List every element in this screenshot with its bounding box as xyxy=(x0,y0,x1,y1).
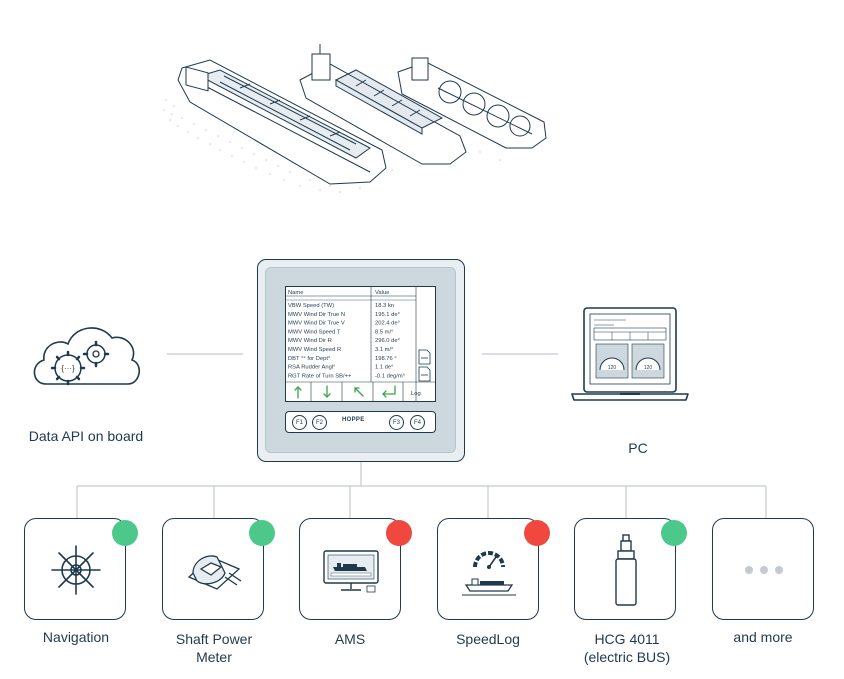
display-unit: Name Value VBW Speed (TW) 18.3 kn MWV Wind… xyxy=(257,259,465,462)
pc-label: PC xyxy=(628,440,648,456)
table-rows: VBW Speed (TW) 18.3 kn MWV Wind Dir True N… xyxy=(288,303,405,379)
table-cell-value: 195.1 de° xyxy=(375,312,400,318)
display-screen[interactable]: Name Value VBW Speed (TW) 18.3 kn MWV Wind… xyxy=(285,286,436,402)
table-cell-value: 18.3 kn xyxy=(375,303,394,309)
device-label-hcg-4011: HCG 4011 (electric BUS) xyxy=(583,631,671,665)
device-label-navigation: Navigation xyxy=(42,629,110,645)
ship-wheel-icon xyxy=(51,545,101,595)
document-icon[interactable] xyxy=(418,349,431,382)
device-speedlog[interactable] xyxy=(437,518,539,620)
device-label-shaft-power-meter: Shaft Power Meter xyxy=(175,631,253,665)
lng-carrier xyxy=(397,57,547,149)
tanker-ship xyxy=(177,59,387,185)
table-cell-name: RGT Rate of Turn SB/++ xyxy=(288,373,352,379)
device-ams[interactable] xyxy=(299,518,401,620)
device-navigation[interactable] xyxy=(24,518,126,620)
table-cell-name: MWV Wind Speed T xyxy=(288,329,341,335)
device-label-ams: AMS xyxy=(334,631,366,647)
table-cell-name: MWV Wind Speed R xyxy=(288,347,341,353)
container-ship xyxy=(299,44,467,165)
table-cell-value: 3.1 m/° xyxy=(375,347,393,353)
table-cell-value: 202.4 de° xyxy=(375,321,400,327)
pc-gauge-right: 120 xyxy=(644,365,653,371)
enter-icon[interactable] xyxy=(382,385,396,398)
table-cell-name: DBT °° for Dept° xyxy=(288,356,330,362)
table-header-value: Value xyxy=(375,290,389,296)
table-cell-value: 1.1 de° xyxy=(375,365,393,371)
status-indicator-green xyxy=(661,520,687,546)
device-label-speedlog: SpeedLog xyxy=(456,631,520,647)
arrow-back-icon[interactable] xyxy=(354,387,364,397)
table-cell-name: RSA Rudder Angl° xyxy=(288,365,335,371)
f3-key[interactable]: F3 xyxy=(389,414,404,430)
data-api-label: Data API on board xyxy=(28,428,144,444)
status-indicator-green xyxy=(249,520,275,546)
cloud-api-icon: {···} xyxy=(33,327,140,386)
f4-key[interactable]: F4 xyxy=(410,414,425,430)
f2-key[interactable]: F2 xyxy=(312,414,327,430)
device-hcg-4011[interactable] xyxy=(574,518,676,620)
arrow-down-icon[interactable] xyxy=(323,385,331,398)
table-cell-name: MWV Wind Dir R xyxy=(288,338,332,344)
speed-gauge-icon xyxy=(462,551,516,596)
device-shaft-power-meter[interactable] xyxy=(162,518,264,620)
brand-logo: HOPPE xyxy=(342,417,365,423)
f1-key[interactable]: F1 xyxy=(292,414,307,430)
more-dots-icon xyxy=(745,566,783,574)
status-indicator-red xyxy=(524,520,550,546)
shaft-power-icon xyxy=(187,555,242,590)
laptop-icon: 120 120 xyxy=(571,307,689,401)
ships-illustration xyxy=(163,44,547,193)
log-button[interactable]: Log xyxy=(411,391,421,397)
pc-gauge-left: 120 xyxy=(608,365,617,371)
arrow-up-icon[interactable] xyxy=(294,386,302,399)
device-and-more[interactable] xyxy=(712,518,814,620)
table-cell-name: VBW Speed (TW) xyxy=(288,303,334,309)
table-cell-name: MWV Wind Dir True V xyxy=(288,321,345,327)
table-cell-name: MWV Wind Dir True N xyxy=(288,312,345,318)
function-key-bar: F1 F2 HOPPE F3 F4 xyxy=(285,411,436,433)
monitor-icon xyxy=(323,550,379,593)
table-header-name: Name xyxy=(288,290,303,296)
sensor-cylinder-icon xyxy=(615,534,637,606)
table-cell-value: 198.76 ° xyxy=(375,356,397,362)
device-label-and-more: and more xyxy=(733,629,793,645)
svg-text:{···}: {···} xyxy=(61,364,75,373)
status-indicator-red xyxy=(386,520,412,546)
table-cell-value: 296.0 de° xyxy=(375,338,400,344)
table-cell-value: -0.1 deg/m° xyxy=(375,373,405,379)
table-cell-value: 8.5 m/° xyxy=(375,329,393,335)
status-indicator-green xyxy=(112,520,138,546)
